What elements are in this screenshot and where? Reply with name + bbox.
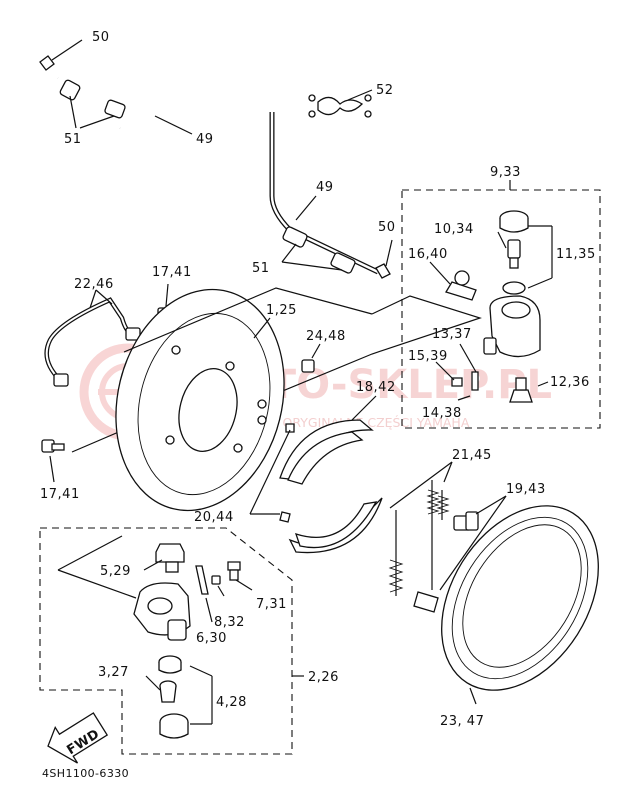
callout-label: 4,28 xyxy=(216,695,247,710)
callout-frame xyxy=(123,287,373,353)
lower-cylinder-parts xyxy=(57,535,253,739)
callout-label: 49 xyxy=(316,180,334,195)
callout-label: 23, 47 xyxy=(440,714,484,729)
callout-label: 51 xyxy=(64,132,82,147)
bolt-lower xyxy=(41,439,65,483)
brake-pipe-middle xyxy=(269,112,393,279)
bolt-24 xyxy=(301,343,321,373)
callout-label: 10,34 xyxy=(434,222,474,237)
callout-label: 12,36 xyxy=(550,375,590,390)
brake-pipe-upper xyxy=(39,39,193,135)
callout-label: 6,30 xyxy=(196,631,227,646)
callout-label: 5,29 xyxy=(100,564,131,579)
callout-label: 8,32 xyxy=(214,615,245,630)
callout-label: 21,45 xyxy=(452,448,492,463)
callout-label: 3,27 xyxy=(98,665,129,680)
callout-label: 24,48 xyxy=(306,329,346,344)
lower-cylinder-group-box xyxy=(39,527,293,755)
adjuster-clip xyxy=(439,495,507,591)
callout-label: 51 xyxy=(252,261,270,276)
callout-label: 50 xyxy=(92,30,110,45)
callout-label: 1,25 xyxy=(266,303,297,318)
callout-label: 18,42 xyxy=(356,380,396,395)
callout-label: 16,40 xyxy=(408,247,448,262)
callout-label: 2,26 xyxy=(308,670,339,685)
pin-20 xyxy=(249,423,295,523)
brake-drum xyxy=(441,505,599,705)
return-springs xyxy=(388,461,453,613)
callout-label: 20,44 xyxy=(194,510,234,525)
callout-label: 50 xyxy=(378,220,396,235)
clip-52 xyxy=(308,89,373,118)
brake-shoe-lower xyxy=(288,497,383,554)
wheel-cylinder-parts xyxy=(429,210,553,403)
callout-label: 7,31 xyxy=(256,597,287,612)
brake-backplate xyxy=(115,288,285,512)
diagram-code: 4SH1100-6330 xyxy=(42,767,129,780)
wheel-cylinder-group-box xyxy=(401,189,601,429)
callout-label: 11,35 xyxy=(556,247,596,262)
brake-hose xyxy=(44,289,141,387)
callout-frame xyxy=(255,295,482,403)
callout-label: 19,43 xyxy=(506,482,546,497)
brake-shoe-upper xyxy=(279,395,377,485)
callout-label: 14,38 xyxy=(422,406,462,421)
callout-label: 17,41 xyxy=(152,265,192,280)
callout-label: 22,46 xyxy=(74,277,114,292)
callout-label: 49 xyxy=(196,132,214,147)
callout-label: 15,39 xyxy=(408,349,448,364)
callout-label: 9,33 xyxy=(490,165,521,180)
callout-label: 52 xyxy=(376,83,394,98)
callout-label: 17,41 xyxy=(40,487,80,502)
callout-label: 13,37 xyxy=(432,327,472,342)
fwd-arrow-icon xyxy=(47,712,109,764)
